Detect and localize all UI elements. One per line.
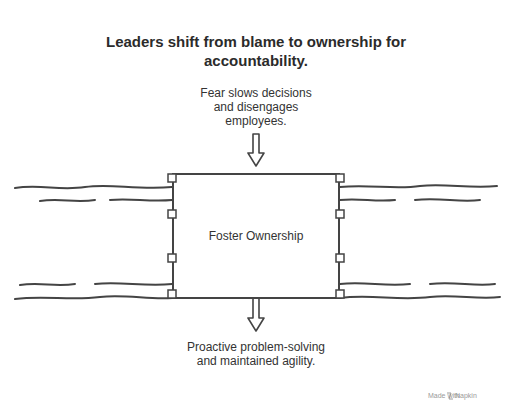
river-bank [15,186,172,189]
river-bank [340,283,495,285]
river-bank [20,283,172,285]
river-bank [15,296,172,299]
down-arrow [248,296,264,331]
diagram-title: Leaders shift from blame to ownership fo… [66,32,446,70]
river-bank [40,199,172,201]
watermark: Napkin [455,392,477,399]
river-bank [340,185,497,187]
outcome-note: Proactive problem-solving and maintained… [176,340,336,368]
box-label: Foster Ownership [209,229,304,243]
cause-note: Fear slows decisions and disengages empl… [196,86,316,128]
river-bank [340,199,480,201]
process-box: Foster Ownership [172,173,340,299]
river-bank [340,296,500,298]
down-arrow [248,134,264,166]
